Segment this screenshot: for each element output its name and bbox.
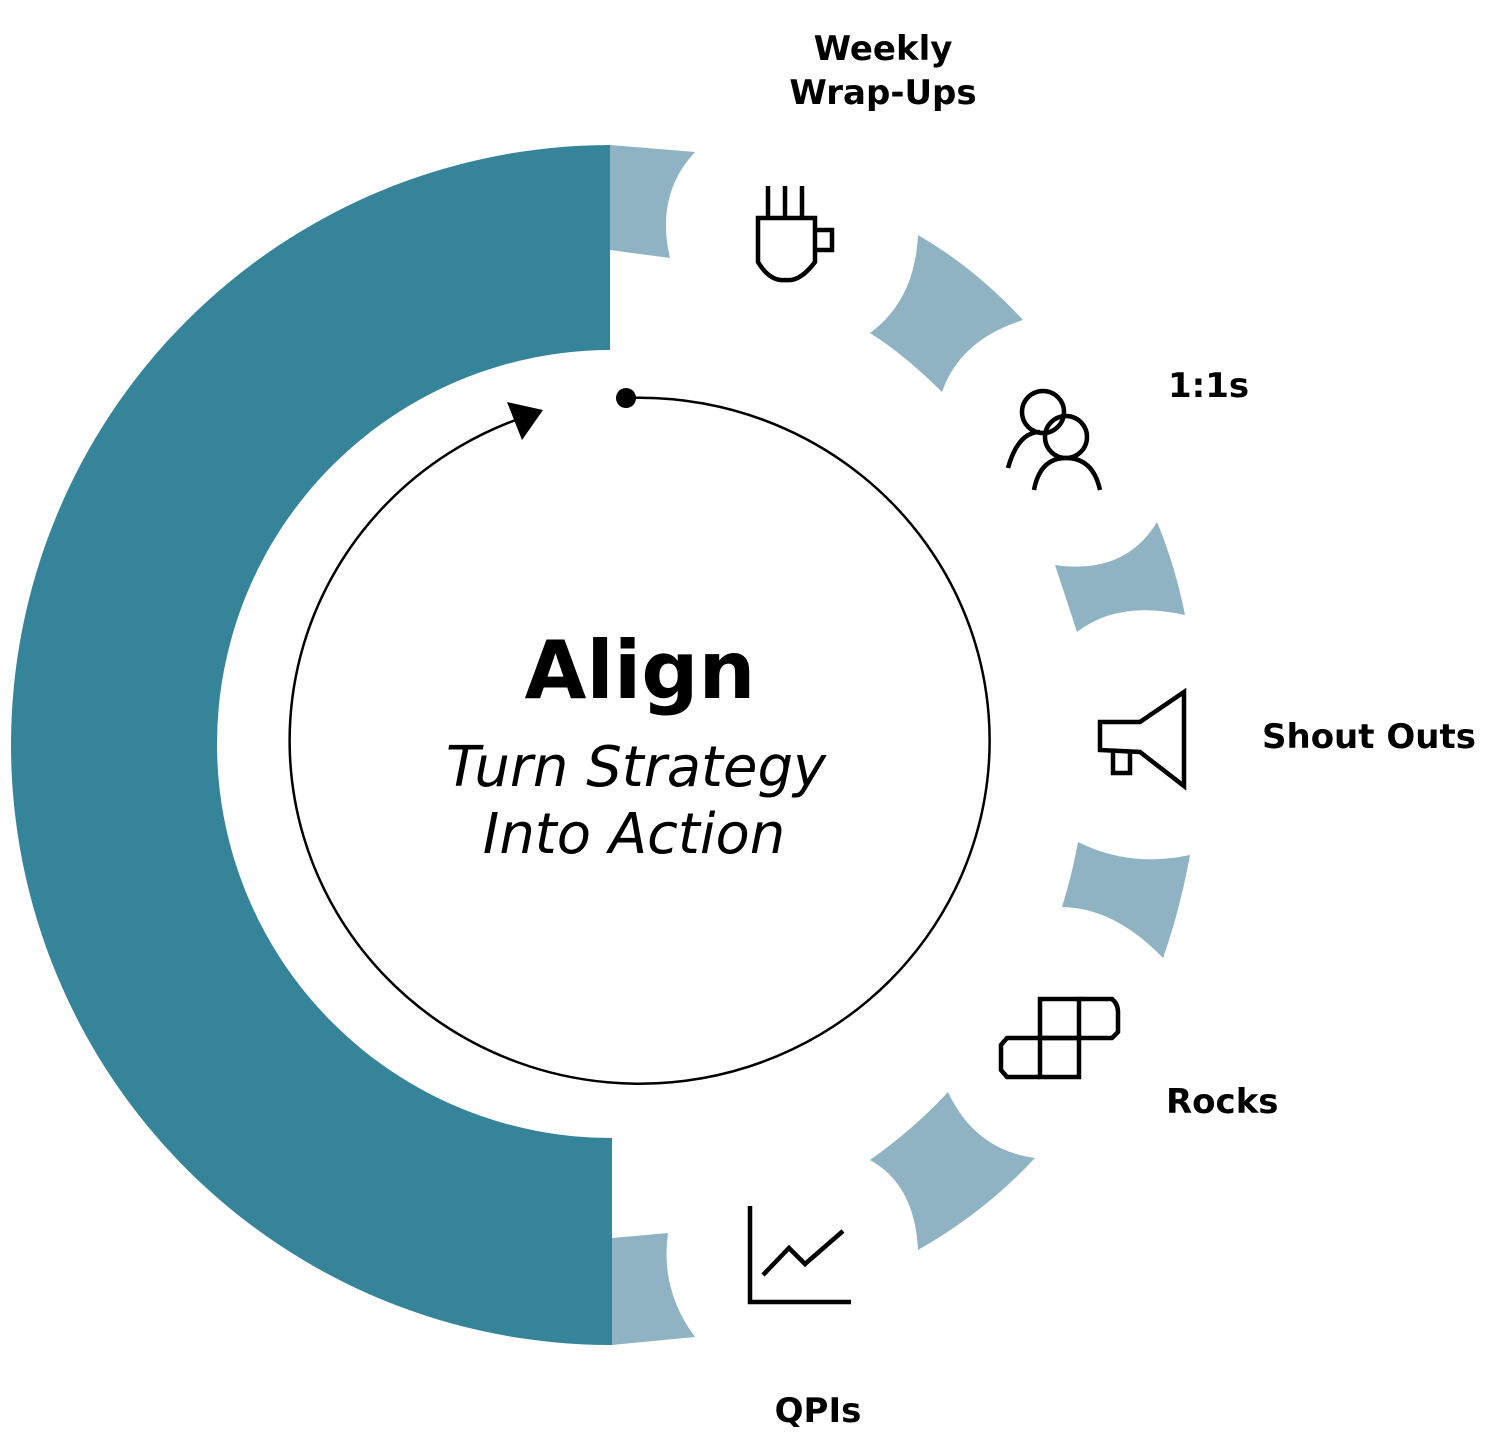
segment-4 <box>870 1092 1035 1250</box>
segment-bottom-end <box>612 1233 695 1345</box>
inner-cycle-circle <box>288 396 991 1085</box>
segment-1 <box>870 235 1023 392</box>
segment-top-end <box>610 145 695 258</box>
step-label-weekly-wrap-ups-line-1: Weekly <box>814 29 953 69</box>
step-label-rocks: Rocks <box>1166 1082 1279 1122</box>
blocks-icon <box>998 996 1121 1080</box>
step-label-weekly-wrap-ups-line-2: Wrap-Ups <box>789 73 976 113</box>
center-subtitle-line-1: Turn Strategy <box>446 735 827 800</box>
step-label-one-on-ones: 1:1s <box>1168 366 1249 406</box>
center-title: Align <box>525 624 756 717</box>
center-subtitle-line-2: Into Action <box>483 802 785 867</box>
step-label-qpis: QPIs <box>775 1391 862 1431</box>
cycle-start-dot <box>616 388 636 408</box>
segment-3 <box>1062 842 1190 958</box>
step-label-shout-outs: Shout Outs <box>1262 717 1476 757</box>
coffee-cup-icon <box>755 186 835 283</box>
cycle-arrow-head <box>507 402 543 440</box>
segment-group <box>610 145 1190 1345</box>
two-people-icon <box>1005 388 1103 491</box>
line-chart-icon <box>747 1206 851 1305</box>
main-arc-band <box>10 145 613 1346</box>
segment-2 <box>1055 522 1185 632</box>
megaphone-icon <box>1097 687 1187 791</box>
